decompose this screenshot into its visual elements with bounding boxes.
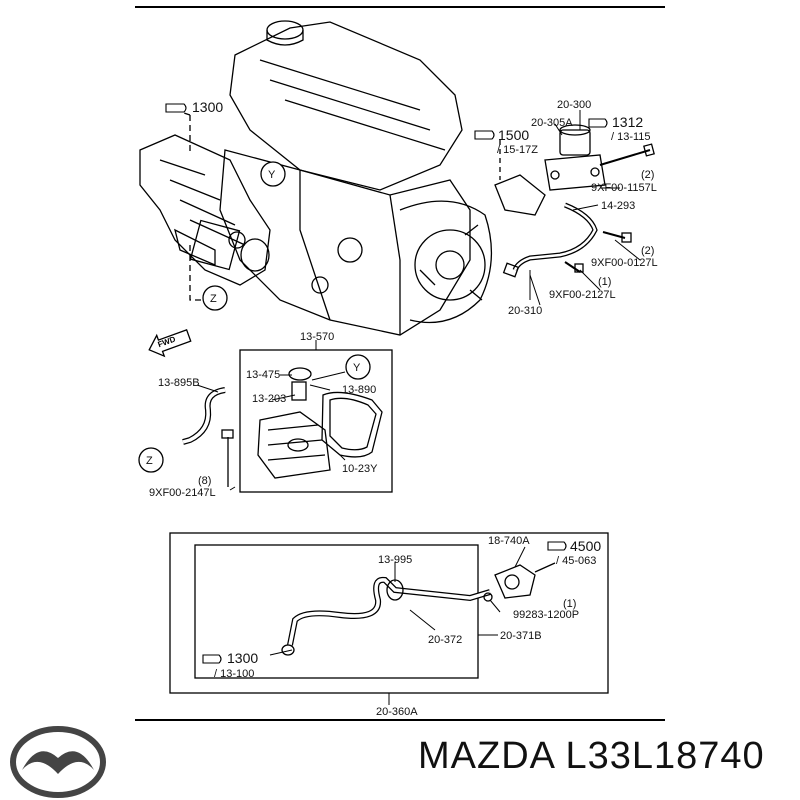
label-4500: 4500 [570, 538, 601, 554]
leader-lines [196, 110, 641, 705]
label-99283-1200p: 99283-1200P [513, 609, 579, 621]
label-9xf00-2147l: 9XF00-2147L [149, 487, 216, 499]
label-15-17z: / 15-17Z [497, 144, 538, 156]
mazda-logo-icon [10, 726, 106, 798]
label-13-475: 13-475 [246, 369, 280, 381]
label-ref-y-mid: Y [353, 362, 361, 374]
label-1500: 1500 [498, 127, 529, 143]
label-1300-bottom: 1300 [227, 650, 258, 666]
label-10-23y: 10-23Y [342, 463, 378, 475]
label-20-305a: 20-305A [531, 117, 573, 129]
ref-circle-y-top [260, 161, 286, 187]
label-ref-z-top: Z [210, 293, 217, 305]
ref-circle-z-top [202, 285, 228, 311]
engine-assembly-illustration [139, 20, 493, 336]
brand-part-number: MAZDA L33L18740 [418, 735, 765, 777]
label-13-890: 13-890 [342, 384, 376, 396]
label-14-293: 14-293 [601, 200, 635, 212]
label-13-115: / 13-115 [611, 131, 651, 143]
label-13-995: 13-995 [378, 554, 412, 566]
label-45-063: / 45-063 [556, 555, 596, 567]
label-20-371b: 20-371B [500, 630, 542, 642]
label-18-740a: 18-740A [488, 535, 530, 547]
oil-separator-illustration [182, 367, 383, 487]
label-qty-2a: (2) [641, 169, 654, 181]
label-ref-z-mid: Z [146, 455, 153, 467]
label-qty-2b: (2) [641, 245, 654, 257]
box-20-371b [194, 544, 479, 679]
label-20-360a: 20-360A [376, 706, 418, 718]
ref-circle-z-mid [138, 447, 164, 473]
label-qty-8: (8) [198, 475, 211, 487]
label-20-300: 20-300 [557, 99, 591, 111]
label-13-100: / 13-100 [214, 668, 254, 680]
label-13-895b: 13-895B [158, 377, 200, 389]
label-9xf00-0127l: 9XF00-0127L [591, 257, 658, 269]
label-20-372: 20-372 [428, 634, 462, 646]
vacuum-hose-illustration [281, 562, 556, 656]
label-20-310: 20-310 [508, 305, 542, 317]
label-13-203: 13-203 [252, 393, 286, 405]
label-qty-1b: (1) [563, 598, 576, 610]
label-1312: 1312 [612, 114, 643, 130]
pointer-hand-icons [165, 103, 608, 664]
label-13-570: 13-570 [300, 331, 334, 343]
ref-circle-y-mid [345, 354, 371, 380]
label-1300-top: 1300 [192, 99, 223, 115]
label-ref-y-top: Y [268, 169, 276, 181]
label-qty-1a: (1) [598, 276, 611, 288]
label-9xf00-2127l: 9XF00-2127L [549, 289, 616, 301]
fwd-arrow-icon [148, 329, 192, 358]
label-9xf00-1157l: 9XF00-1157L [591, 182, 657, 194]
